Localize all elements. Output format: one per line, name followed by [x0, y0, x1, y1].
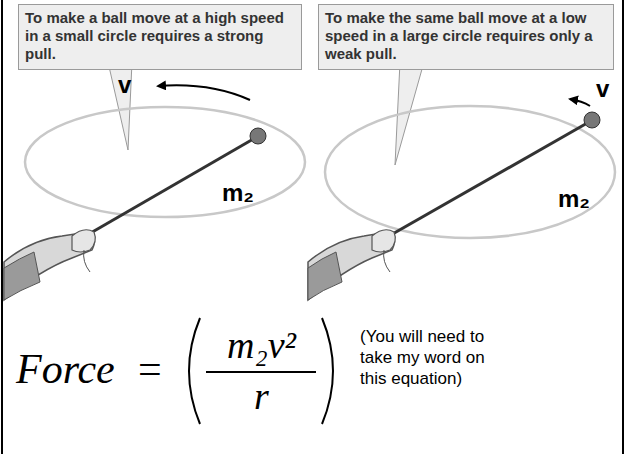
equation-term: Force: [16, 346, 115, 392]
parenthesis: [322, 318, 333, 424]
string: [82, 138, 255, 238]
parenthesis: [189, 318, 200, 424]
mass-label: m₂: [222, 180, 254, 206]
orbit-ellipse: [25, 107, 305, 217]
fraction-bar: [206, 371, 316, 373]
note-text: (You will need to take my word on this e…: [360, 326, 495, 389]
mass-label: m₂: [558, 186, 590, 212]
velocity-label: v: [596, 76, 609, 102]
frame-line: [1, 0, 3, 454]
equation-denominator: r: [254, 376, 269, 418]
sleeve: [4, 252, 40, 300]
callout-box: To make the same ball move at a low spee…: [318, 4, 614, 70]
sleeve: [308, 252, 342, 300]
velocity-arrow: [570, 99, 590, 106]
velocity-label: v: [118, 72, 131, 98]
callout-pointer: [108, 62, 132, 150]
hand: [372, 230, 395, 252]
string-end: [84, 250, 90, 272]
callout-box: To make a ball move at a high speed in a…: [18, 4, 302, 70]
callout-text: To make the same ball move at a low spee…: [325, 9, 607, 63]
equation-numerator: m₂v²: [227, 325, 296, 367]
hand: [72, 230, 95, 252]
frame-line: [622, 0, 624, 454]
string: [382, 122, 589, 240]
ball: [584, 112, 600, 128]
ball: [250, 128, 266, 144]
callout-text: To make a ball move at a high speed in a…: [25, 9, 295, 63]
string-end: [384, 250, 390, 272]
velocity-arrow: [158, 85, 250, 100]
equals-sign: =: [138, 346, 162, 392]
orbit-ellipse: [325, 106, 615, 238]
